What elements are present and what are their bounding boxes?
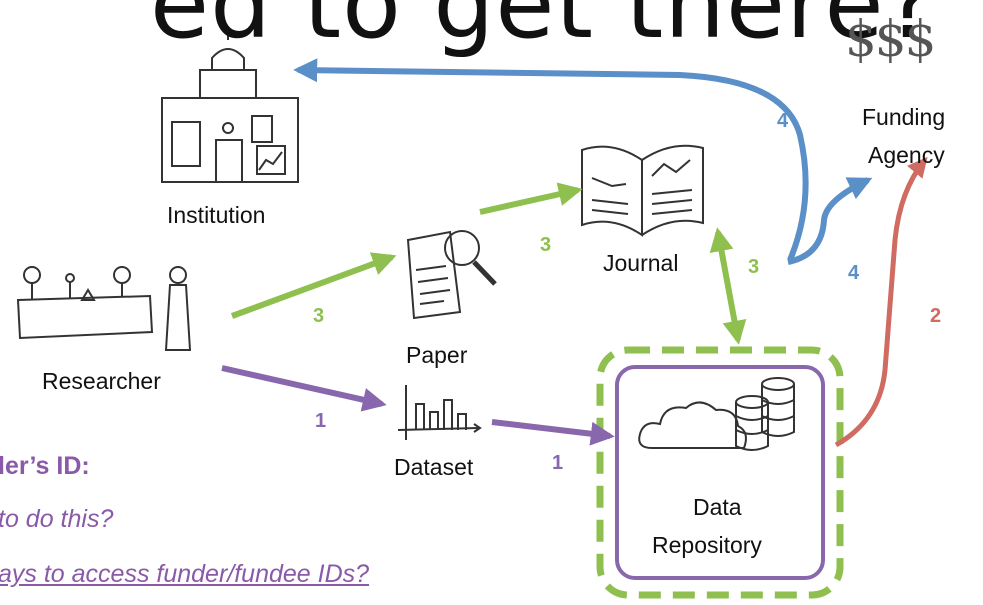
step-number-green-journal-repository: 3 bbox=[748, 256, 760, 278]
arrow-blue-to-funder bbox=[787, 177, 873, 265]
side-question-line2: ays to access funder/fundee IDs? bbox=[0, 560, 370, 588]
paper-label: Paper bbox=[406, 342, 468, 368]
step-number-green-researcher-paper: 3 bbox=[313, 305, 325, 327]
step-number-purple-dataset-repository: 1 bbox=[552, 452, 564, 474]
researcher-icon bbox=[16, 266, 192, 351]
cloud-database-icon bbox=[638, 377, 795, 451]
arrow-red-to-funder bbox=[834, 156, 928, 448]
researcher-label: Researcher bbox=[42, 368, 161, 394]
institution-icon bbox=[161, 28, 299, 183]
paper-icon bbox=[406, 230, 497, 320]
step-number-blue-institution: 4 bbox=[777, 110, 789, 132]
dataset-icon bbox=[397, 385, 482, 440]
step-number-purple-researcher-dataset: 1 bbox=[315, 410, 327, 432]
arrow-green-paper-to-journal bbox=[479, 182, 583, 215]
journal-icon bbox=[581, 144, 704, 237]
repository-dashed-border bbox=[596, 346, 844, 599]
step-number-green-paper-journal: 3 bbox=[540, 234, 552, 256]
step-number-red-repository-funder: 2 bbox=[930, 305, 942, 327]
dataset-label: Dataset bbox=[394, 454, 474, 480]
side-heading: ler’s ID: bbox=[0, 452, 90, 480]
side-question-line1: to do this? bbox=[0, 505, 114, 533]
dollar-signs-icon: $$$ bbox=[845, 10, 936, 68]
funding-agency-label-line1: Funding bbox=[862, 104, 946, 130]
arrow-green-researcher-to-paper bbox=[230, 252, 397, 319]
arrow-blue-to-institution bbox=[293, 58, 809, 262]
repository-box bbox=[615, 365, 825, 580]
funding-agency-label-line2: Agency bbox=[868, 142, 945, 168]
arrow-purple-researcher-to-dataset bbox=[221, 365, 387, 412]
data-repository-label-line1: Data bbox=[693, 494, 742, 520]
data-repository-label-line2: Repository bbox=[652, 532, 762, 558]
institution-label: Institution bbox=[167, 202, 266, 228]
arrow-green-journal-repository bbox=[709, 227, 747, 345]
step-number-blue-funder: 4 bbox=[848, 262, 860, 284]
page-title: ed to get there? bbox=[150, 0, 937, 60]
arrow-purple-dataset-to-repository bbox=[491, 419, 615, 446]
journal-label: Journal bbox=[603, 250, 679, 276]
